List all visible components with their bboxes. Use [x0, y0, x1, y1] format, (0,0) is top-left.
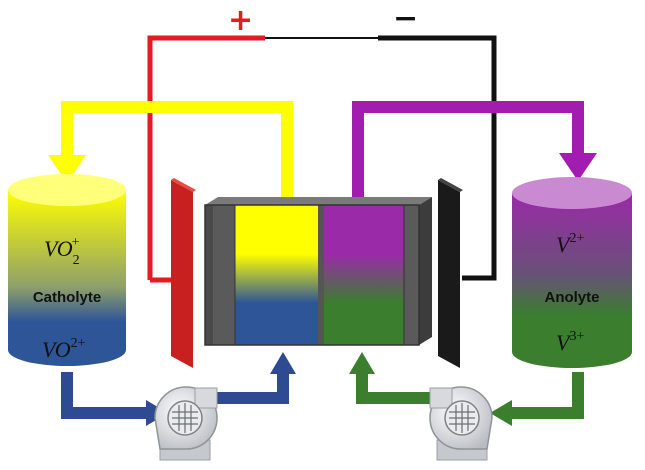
anolyte-half-cell	[324, 205, 404, 345]
anolyte-label: Anolyte	[544, 289, 599, 306]
catholyte-top-species: VO2+	[44, 235, 80, 268]
catholyte-label: Catholyte	[33, 289, 101, 306]
anolyte-return-arrow	[352, 101, 597, 205]
pump-icon	[154, 386, 218, 461]
negative-symbol: −	[393, 1, 418, 36]
negative-wire	[378, 35, 497, 281]
anolyte-tank: Anolyte V2+ V3+	[512, 177, 632, 368]
positive-symbol: +	[228, 3, 253, 38]
external-circuit	[147, 35, 497, 283]
catholyte-tank: Catholyte VO2+ VO2+	[8, 174, 126, 366]
negative-electrode	[438, 178, 463, 368]
anolyte-feed-arrow	[349, 352, 584, 426]
anolyte-bottom-species: V3+	[556, 329, 584, 355]
pump-icon	[429, 386, 493, 461]
anolyte-top-species: V2+	[556, 231, 584, 257]
catholyte-half-cell	[235, 205, 318, 345]
catholyte-bottom-species: VO2+	[42, 336, 86, 362]
catholyte-return-arrow	[48, 101, 293, 205]
positive-electrode	[171, 178, 196, 368]
cell-stack	[204, 197, 432, 346]
positive-wire	[147, 35, 265, 280]
